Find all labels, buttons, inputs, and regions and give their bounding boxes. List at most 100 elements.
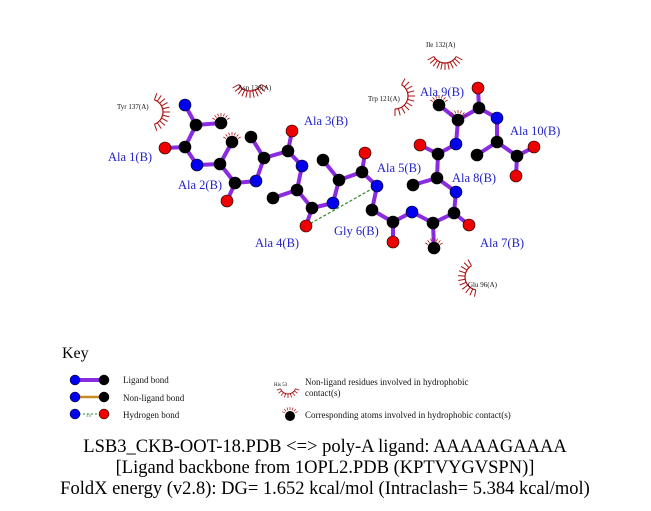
hydrophobic-contact-spike — [444, 99, 448, 102]
hydrophobic-contact-spike — [430, 238, 432, 242]
hydrophobic-contact-spike — [430, 99, 434, 102]
key-non-ligand-bond-label: Non-ligand bond — [123, 393, 185, 403]
carbon-atom — [189, 118, 203, 132]
hydrophobic-contact-spike — [223, 136, 227, 139]
hydrophobic-contact-spike — [458, 278, 466, 281]
hydrophobic-contact-spike — [474, 289, 477, 297]
hydrophobic-contact-spike — [403, 81, 410, 88]
hydrophobic-contact-spike — [237, 136, 241, 139]
residue-label: Ala 3(B) — [304, 114, 348, 128]
oxygen-atom — [158, 141, 172, 155]
nitrogen-atom — [449, 185, 463, 199]
hydrophobic-contact-spike — [156, 122, 162, 129]
carbon-atom — [266, 191, 280, 205]
hydrophobic-contact-spike — [449, 61, 454, 69]
hydrophobic-contact-spike — [252, 90, 255, 98]
hydrophobic-contact-spike — [259, 86, 266, 92]
contact-residue-label: Glu 96(A) — [468, 281, 498, 289]
oxygen-atom — [358, 146, 372, 160]
hydrophobic-contact-spike — [406, 85, 413, 90]
hydrogen-bond — [305, 185, 378, 227]
contact-residue-label: Ile 132(A) — [426, 41, 456, 49]
hydrophobic-contact-spike — [228, 132, 230, 136]
residue-label: Ala 7(B) — [480, 236, 524, 250]
key-atom-spike — [295, 411, 298, 414]
carbon-atom — [225, 135, 239, 149]
key-title: Key — [62, 345, 89, 362]
hydrophobic-contact-arc — [238, 84, 262, 92]
hydrophobic-contact-spike — [407, 90, 415, 94]
hydrophobic-contact-spike — [156, 95, 162, 102]
hydrophobic-contact-spike — [162, 106, 170, 110]
residue-label: Ala 10(B) — [510, 124, 560, 138]
hydrophobic-contact-spike — [401, 107, 406, 114]
carbon-atom — [490, 135, 504, 149]
hydrophobic-contact-spike — [435, 95, 437, 99]
key-carbon-atom — [98, 391, 110, 403]
hydrophobic-contact-arc — [154, 99, 164, 125]
hydrophobic-contact-spike — [436, 238, 438, 242]
oxygen-atom — [527, 140, 541, 154]
key-nitrogen-atom — [69, 408, 81, 420]
hydrophobic-contact-spike — [397, 108, 401, 116]
carbon-atom — [431, 147, 445, 161]
key-hydrophobic-spike — [278, 390, 282, 394]
hydrophobic-contact-spike — [225, 115, 228, 118]
hydrophobic-contact-spike — [465, 286, 471, 294]
hydrophobic-contact-spike — [427, 56, 434, 61]
hydrophobic-contact-spike — [460, 110, 462, 114]
title-line-3: FoldX energy (v2.8): DG= 1.652 kcal/mol … — [60, 479, 590, 499]
carbon-atom — [432, 98, 446, 112]
hydrophobic-contact-spike — [436, 61, 441, 69]
hydrophobic-contact-spike — [226, 117, 230, 120]
hydrophobic-contact-spike — [461, 284, 469, 290]
carbon-atom — [451, 113, 465, 127]
hydrophobic-contact-spike — [254, 89, 259, 97]
hydrophobic-contact-spike — [438, 240, 441, 243]
hydrophobic-contact-spike — [245, 90, 248, 98]
carbon-atom — [510, 149, 524, 163]
hydrophobic-contact-spike — [225, 134, 228, 137]
key-atom-spike — [286, 407, 289, 411]
hydrophobic-contact-spike — [406, 102, 413, 107]
nitrogen-atom — [449, 137, 463, 151]
nitrogen-atom — [405, 205, 419, 219]
hydrophobic-contact-spike — [447, 62, 450, 70]
carbon-atom — [406, 178, 420, 192]
residue-label: Gly 6(B) — [334, 224, 379, 238]
hydrophobic-contact-spike — [234, 132, 236, 136]
key-oxygen-atom — [98, 408, 110, 420]
key-hydrophobic-spike — [290, 393, 292, 398]
key-hbond-distance: 3.0 — [86, 413, 91, 418]
hydrophobic-contact-spike — [159, 120, 166, 126]
key-ligand-bond-label: Ligand bond — [123, 375, 169, 385]
carbon-atom — [365, 203, 379, 217]
key-hydrophobic-atoms-label: Corresponding atoms involved in hydropho… — [305, 410, 511, 420]
hydrophobic-contact-spike — [451, 112, 454, 115]
nitrogen-atom — [370, 179, 384, 193]
hydrophobic-contact-spike — [407, 98, 415, 102]
carbon-atom — [426, 216, 440, 230]
hydrophobic-contact-spike — [159, 98, 166, 104]
hydrophobic-contact-arc — [394, 84, 409, 110]
key-hydrophobic-residues-label: Non-ligand residues involved in hydropho… — [305, 377, 468, 387]
hydrophobic-contact-spike — [467, 259, 472, 266]
hydrophobic-contact-spike — [443, 97, 446, 100]
carbon-atom — [447, 206, 461, 220]
hydrophobic-contact-spike — [460, 265, 468, 271]
oxygen-atom — [462, 218, 476, 232]
carbon-atom — [305, 201, 319, 215]
hydrophobic-contact-spike — [432, 97, 435, 100]
nitrogen-atom — [326, 196, 340, 210]
oxygen-atom — [220, 194, 234, 208]
hydrophobic-contact-spike — [232, 84, 239, 89]
hydrophobic-contact-spike — [441, 95, 443, 99]
hydrophobic-contact-spike — [459, 281, 467, 286]
key-hydrophobic-spike — [284, 393, 286, 398]
key-nitrogen-atom — [69, 391, 81, 403]
oxygen-atom — [299, 219, 313, 233]
carbon-atom — [214, 116, 228, 130]
hydrophobic-contact-spike — [161, 117, 168, 122]
hydrophobic-contact-spike — [241, 89, 246, 97]
